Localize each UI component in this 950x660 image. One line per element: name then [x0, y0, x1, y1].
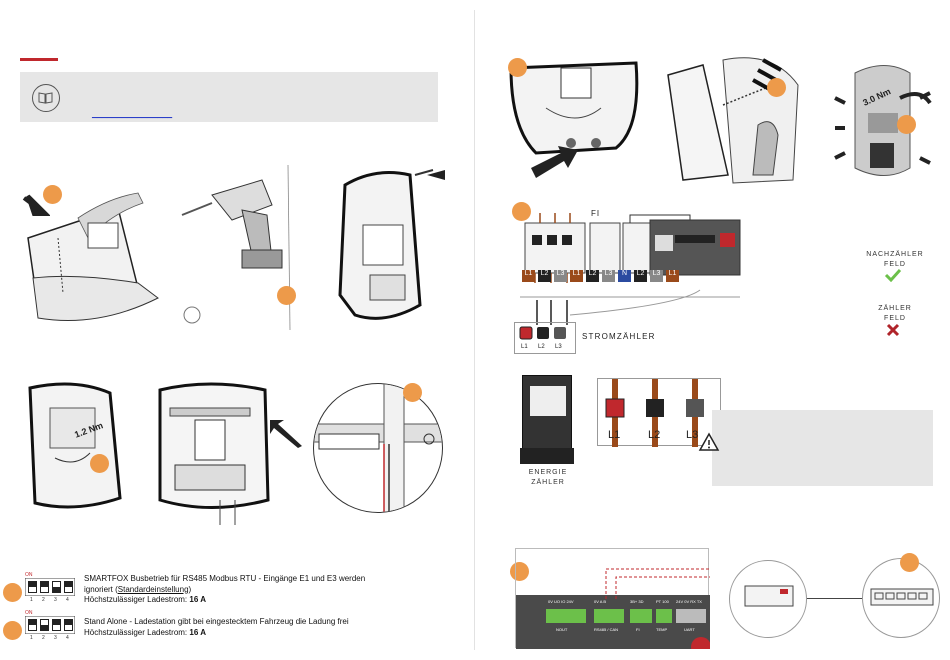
ct-closeup-label: L1 [608, 429, 621, 441]
dip-number: 4 [66, 597, 69, 603]
ct-label: L3 [555, 344, 562, 350]
group-label: FI [636, 627, 640, 632]
step-badge [90, 454, 109, 473]
ct-closeup-label: L2 [648, 429, 661, 441]
board-connector-panel: 0V UO IO 24V 0V A B 3B+ 3D PT 100 24V 0V… [515, 548, 710, 649]
terminal-label: L3 [650, 270, 663, 282]
current-transformer-group: L1 L2 L3 [514, 322, 576, 354]
cross-icon [886, 323, 900, 337]
check-icon [884, 268, 902, 282]
page-divider [474, 10, 475, 650]
dip-b-line3: Höchstzulässiger Ladestrom: 16 A [84, 627, 206, 637]
smartfox-device-circle [729, 560, 807, 638]
dip-number: 4 [66, 635, 69, 641]
step-badge [767, 78, 786, 97]
manual-link[interactable]: ________________ [92, 108, 173, 118]
section-accent-bar [20, 58, 58, 61]
network-switch-circle [862, 558, 940, 638]
terminal-label: L1 [570, 270, 583, 282]
dip-switch-b: ON 1 2 3 4 [25, 610, 75, 642]
dip-number: 1 [30, 597, 33, 603]
dip-on-label: ON [25, 572, 33, 578]
dip-number: 2 [42, 597, 45, 603]
terminal-strip: L1 L2 L3 L1 L2 L3 N L2 L3 L1 [522, 270, 682, 282]
step-badge [897, 115, 916, 134]
direction-arrow-icon [427, 170, 445, 180]
step-badge [510, 562, 529, 581]
dip-description-a: SMARTFOX Busbetrieb für RS485 Modbus RTU… [84, 574, 414, 606]
pin-label: 0V A B [594, 599, 607, 604]
warning-icon [698, 432, 720, 451]
step-badge [43, 185, 62, 204]
step-badge [508, 58, 527, 77]
wallbox-back-illustration [315, 165, 445, 330]
dip-a-line1: SMARTFOX Busbetrieb für RS485 Modbus RTU… [84, 574, 366, 583]
dip-a-line3: Höchstzulässiger Ladestrom: 16 A [84, 595, 206, 604]
nachzaehler-label: NACHZÄHLER FELD [866, 251, 924, 268]
direction-arrow-icon [270, 420, 302, 448]
ct-closeup: L1 L2 L3 [597, 378, 721, 447]
drill-illustration [172, 164, 292, 331]
stromzaehler-label: STROMZÄHLER [582, 332, 656, 341]
wallbox-lid-illustration [663, 55, 803, 185]
manual-info-box [20, 72, 438, 122]
wallbox-torque-illustration [15, 378, 135, 513]
terminal-label: L3 [554, 270, 567, 282]
pin-label: 24V 0V RX TX [676, 599, 702, 604]
wallbox-front-illustration [830, 58, 940, 188]
pin-label: 0V UO IO 24V [548, 599, 574, 604]
step-badge [3, 621, 22, 640]
terminal-zoom-illustration [313, 383, 443, 513]
dip-number: 2 [42, 635, 45, 641]
group-label: UART [684, 627, 695, 632]
step-badge [3, 583, 22, 602]
pin-label: PT 100 [656, 599, 669, 604]
terminal-label: N [618, 270, 631, 282]
step-badge [403, 383, 422, 402]
energy-meter-base [520, 448, 574, 464]
book-icon [32, 84, 60, 112]
group-label: TEMP [656, 627, 668, 632]
terminal-label: L2 [538, 270, 551, 282]
dip-switch-a: ON 1 2 3 4 [25, 572, 75, 604]
wallbox-open-illustration [18, 178, 168, 328]
step-badge [512, 202, 531, 221]
warning-box [712, 410, 933, 486]
distribution-board-diagram [520, 213, 741, 325]
terminal-label: L3 [602, 270, 615, 282]
group-label: NOUT [556, 627, 568, 632]
terminal-label: L2 [586, 270, 599, 282]
ct-closeup-label: L3 [686, 429, 699, 441]
dip-a-line2: ignoriert (Standardeinstellung) [84, 584, 192, 594]
direction-arrow-icon [22, 194, 50, 216]
ct-label: L1 [521, 344, 528, 350]
ct-label: L2 [538, 344, 545, 350]
terminal-label: L1 [666, 270, 679, 282]
energy-meter [522, 375, 572, 455]
dip-on-label: ON [25, 610, 33, 616]
standard-setting-link[interactable]: Standardeinstellung [117, 584, 189, 594]
terminal-block-illustration [150, 380, 275, 530]
dip-description-b: Stand Alone - Ladestation gibt bei einge… [84, 617, 414, 638]
zaehler-label: ZÄHLER FELD [878, 305, 912, 322]
step-badge [277, 286, 296, 305]
group-label: RS485 / CAN [594, 627, 619, 632]
dip-number: 1 [30, 635, 33, 641]
energie-label: ENERGIE ZÄHLER [528, 469, 568, 486]
pin-label: 3B+ 3D [630, 599, 644, 604]
dip-b-line1: Stand Alone - Ladestation gibt bei einge… [84, 617, 349, 626]
terminal-label: L2 [634, 270, 647, 282]
wallbox-cable-entry-illustration [506, 58, 646, 188]
terminal-label: L1 [522, 270, 535, 282]
dip-number: 3 [54, 597, 57, 603]
fi-label: FI [591, 209, 601, 218]
network-cable [807, 598, 862, 599]
step-badge [900, 553, 919, 572]
dip-number: 3 [54, 635, 57, 641]
